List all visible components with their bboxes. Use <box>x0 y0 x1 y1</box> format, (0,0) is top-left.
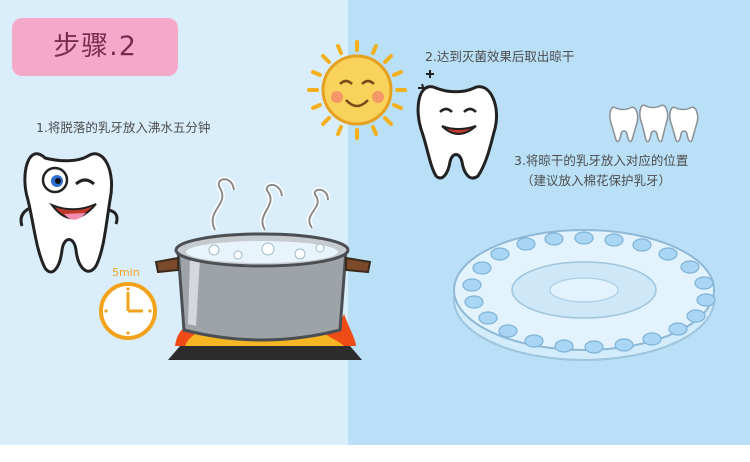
winking-tooth-icon <box>19 152 119 274</box>
step-3-caption: 3.将晾干的乳牙放入对应的位置 <box>514 153 689 168</box>
boiling-pot-icon <box>154 176 372 360</box>
timer-label: 5min <box>112 266 140 279</box>
step-1-caption: 1.将脱落的乳牙放入沸水五分钟 <box>36 120 211 135</box>
step-2-caption: 2.达到灭菌效果后取出晾干 <box>425 49 575 64</box>
sun-icon <box>307 40 407 140</box>
step-badge: 步骤.2 <box>12 18 178 76</box>
tooth-storage-tray-icon <box>453 229 716 361</box>
right-panel <box>348 0 750 445</box>
bottom-strip <box>0 445 750 462</box>
clock-icon <box>99 282 157 340</box>
tooth-outline-icons <box>609 104 699 143</box>
step-title: 步骤.2 <box>53 31 137 62</box>
step-3-note: （建议放入棉花保护乳牙） <box>521 173 672 188</box>
happy-tooth-icon <box>416 70 499 180</box>
